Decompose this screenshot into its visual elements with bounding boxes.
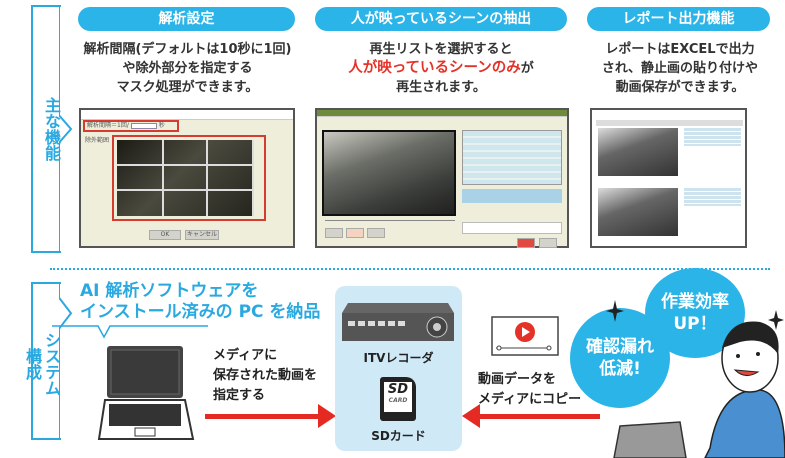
bubble-line: UP！	[673, 314, 717, 334]
arrow-left	[478, 414, 600, 419]
interval-unit: 秒	[158, 122, 165, 129]
pc-instruction: メディアに 保存された動画を 指定する	[213, 346, 317, 406]
extract-screenshot	[315, 108, 569, 248]
player-button[interactable]	[367, 228, 385, 238]
cancel-button[interactable]: キャンセル	[185, 230, 219, 240]
bubble-line: 作業効率	[661, 292, 729, 312]
system-heading: AI 解析ソフトウェアを インストール済みの PC を納品	[80, 281, 320, 323]
window-titlebar	[81, 110, 293, 120]
sd-card-icon: SD CARD	[380, 377, 416, 421]
heading-line: インストール済みの PC を納品	[80, 302, 321, 322]
report-header	[596, 120, 743, 126]
exclude-area	[112, 135, 266, 221]
arrow-head-left-icon	[462, 404, 480, 428]
text-line: メディアにコピー	[478, 392, 582, 407]
desc-line: や除外部分を指定する	[122, 61, 253, 76]
desc-line: され、静止画の貼り付けや	[601, 61, 759, 76]
notes-field[interactable]	[462, 222, 562, 234]
report-table	[684, 188, 741, 206]
feature-desc-extract: 再生リストを選択すると 人が映っているシーンのみが 再生されます。	[315, 40, 567, 97]
sparkle-icon	[606, 300, 624, 322]
ok-button[interactable]: OK	[149, 230, 181, 240]
system-side-tab: システム構成	[23, 282, 73, 440]
arrow-head-right-icon	[318, 404, 336, 428]
desc-line: 動画保存ができます。	[615, 80, 745, 95]
analysis-settings-screenshot: 解析間隔＝1回/ 秒 除外範囲 OK キャンセル	[79, 108, 295, 248]
person-illustration	[613, 321, 785, 458]
recorder-label: ITVレコーダ	[363, 351, 434, 365]
feature-desc-report: レポートはEXCELで出力 され、静止画の貼り付けや 動画保存ができます。	[580, 40, 780, 97]
window-titlebar	[317, 110, 567, 117]
text-line: 保存された動画を	[213, 368, 318, 383]
feature-title-extract: 人が映っているシーンの抽出	[315, 7, 567, 31]
report-image	[598, 128, 678, 176]
system-side-label: システム構成	[23, 332, 61, 397]
report-table	[684, 128, 741, 146]
camera-grid	[117, 140, 254, 216]
section-divider	[50, 268, 770, 270]
info-fields	[462, 189, 562, 203]
sd-card-text: SD	[387, 382, 409, 397]
interval-input[interactable]	[130, 122, 157, 129]
laptop-icon	[97, 346, 195, 440]
delete-button[interactable]	[517, 238, 535, 248]
features-side-tab: 主な機能	[31, 5, 73, 253]
desc-line: マスク処理ができます。	[116, 80, 259, 95]
bubble-line: 確認漏れ	[586, 337, 654, 357]
video-player	[322, 130, 456, 216]
interval-label: 解析間隔＝1回/	[87, 122, 129, 129]
report-screenshot	[590, 108, 747, 248]
desc-line: 再生リストを選択すると	[369, 42, 513, 57]
desc-line: 解析間隔(デフォルトは10秒に1回)	[83, 42, 292, 57]
sd-card-sub: CARD	[388, 397, 408, 404]
feature-title-report: レポート出力機能	[587, 7, 770, 31]
desc-line: 再生されます。	[396, 80, 486, 95]
desc-suffix: が	[520, 61, 534, 76]
save-button[interactable]	[539, 238, 557, 248]
seek-bar[interactable]	[325, 220, 455, 221]
text-line: 動画データを	[478, 372, 557, 387]
interval-setting: 解析間隔＝1回/ 秒	[83, 120, 179, 132]
heading-line: AI 解析ソフトウェアを	[80, 281, 259, 301]
desc-highlight: 人が映っているシーンのみ	[348, 60, 521, 76]
playlist[interactable]	[462, 130, 562, 185]
desc-line: レポートはEXCELで出力	[605, 42, 755, 57]
text-line: メディアに	[213, 348, 278, 363]
feature-title-analysis: 解析設定	[78, 7, 295, 31]
text-line: 指定する	[213, 388, 266, 403]
video-file-icon	[491, 316, 559, 356]
speech-line	[52, 325, 208, 339]
sparkle-icon	[768, 310, 784, 330]
player-button[interactable]	[346, 228, 364, 238]
bubble-line: 低減!	[599, 359, 641, 379]
report-image	[598, 188, 678, 236]
copy-instruction: 動画データを メディアにコピー	[478, 370, 581, 410]
feature-desc-analysis: 解析間隔(デフォルトは10秒に1回) や除外部分を指定する マスク処理ができます…	[70, 40, 305, 97]
arrow-right	[205, 414, 320, 419]
player-button[interactable]	[325, 228, 343, 238]
features-side-label: 主な機能	[42, 97, 61, 161]
sd-label: SDカード	[371, 429, 426, 443]
bubble-reduction: 確認漏れ低減!	[570, 308, 670, 408]
itv-recorder-icon	[342, 303, 454, 341]
exclude-label: 除外範囲	[85, 137, 110, 144]
